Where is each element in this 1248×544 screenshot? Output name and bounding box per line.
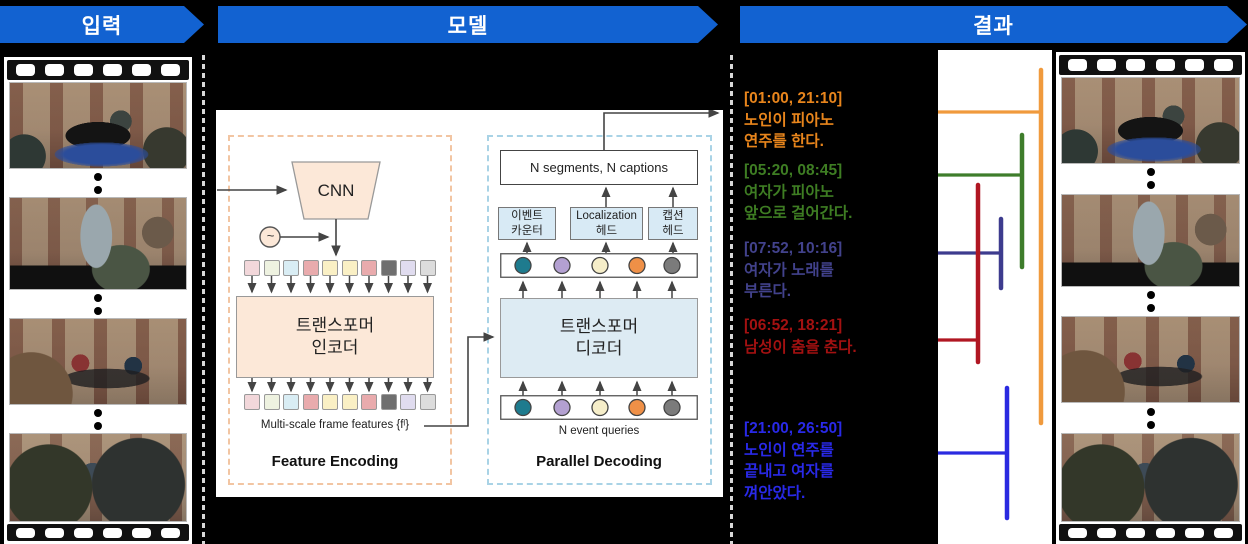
frame-feature-squares-top <box>244 260 436 276</box>
event-query-circle <box>663 256 681 275</box>
event-caption-line: 앞으로 걸어간다. <box>744 205 853 222</box>
ellipsis-dots <box>1059 164 1242 194</box>
event-caption-line: 여자가 피아노 <box>744 183 834 201</box>
cnn-trapezoid <box>291 161 381 220</box>
banner-model: 모델 <box>218 6 718 43</box>
feature-square <box>283 260 299 276</box>
event-query-circle <box>514 256 532 275</box>
banner-result: 결과 <box>740 6 1247 43</box>
event-query-circle <box>628 256 646 275</box>
event-timestamp: [05:20, 08:45] <box>744 162 843 179</box>
ellipsis-dots <box>1059 287 1242 317</box>
ellipsis-dots <box>7 405 189 433</box>
n-segments-captions-box: N segments, N captions <box>500 150 698 185</box>
input-film-strip <box>4 57 192 544</box>
event-caption-line: 남성이 춤을 춘다. <box>744 338 857 356</box>
feature-square <box>341 394 358 410</box>
query-output-row <box>500 253 698 278</box>
model-architecture-panel: CNN ~ 트랜스포머 인코더 Multi-scale frame featur… <box>216 110 723 497</box>
parallel-decoding-region <box>487 135 712 485</box>
feature-square <box>341 260 358 276</box>
event-query-circle <box>553 398 571 417</box>
feature-square <box>361 260 377 276</box>
video-frame-3 <box>1061 316 1240 404</box>
cnn-block-label: CNN <box>317 180 355 200</box>
feature-square <box>244 260 260 276</box>
film-sprocket-bottom <box>1059 524 1242 542</box>
transformer-decoder-block: 트랜스포머 디코더 <box>500 298 698 378</box>
feature-encoding-region <box>228 135 452 485</box>
banner-input-label: 입력 <box>81 14 123 38</box>
parallel-decoding-label: Parallel Decoding <box>536 453 662 470</box>
separator-model-result <box>730 55 733 544</box>
video-frame-4 <box>9 433 187 522</box>
feature-square <box>263 394 280 410</box>
feature-square <box>263 260 280 276</box>
event-query-circle <box>553 256 571 275</box>
event-caption-line: 연주를 한다. <box>744 133 824 150</box>
event-caption-line: 껴안았다. <box>744 484 806 502</box>
event-query-circle <box>663 398 681 417</box>
event-timestamp: [01:00, 21:10] <box>744 90 843 107</box>
multiscale-features-label: Multi-scale frame features {fˡ} <box>260 419 410 431</box>
transformer-encoder-block: 트랜스포머 인코더 <box>236 296 434 378</box>
tilde-symbol: ~ <box>266 228 275 243</box>
feature-encoding-label: Feature Encoding <box>271 453 399 470</box>
event-caption-line: 노인이 연주를 <box>744 441 834 459</box>
output-film-strip <box>1056 52 1245 544</box>
feature-square <box>361 394 377 410</box>
frame-feature-squares-bottom <box>244 394 436 410</box>
separator-input-model <box>202 55 205 544</box>
event-caption-line: 노인이 피아노 <box>744 111 834 129</box>
event-caption-4: [06:52, 18:21] 남성이 춤을 춘다. <box>744 315 939 358</box>
film-sprocket-bottom <box>7 524 189 541</box>
event-timestamp: [07:52, 10:16] <box>744 240 843 257</box>
event-query-circle <box>591 398 609 417</box>
video-frame-1 <box>9 82 187 169</box>
video-frame-2 <box>9 197 187 290</box>
event-timestamp: [21:00, 26:50] <box>744 420 843 437</box>
video-frame-3 <box>9 318 187 405</box>
ellipsis-dots <box>7 169 189 197</box>
event-query-circle <box>628 398 646 417</box>
event-caption-line: 끝내고 여자를 <box>744 463 834 480</box>
film-sprocket-top <box>1059 55 1242 75</box>
feature-square <box>380 260 397 276</box>
video-frame-1 <box>1061 77 1240 164</box>
event-caption-line: 여자가 노래를 <box>744 261 834 279</box>
feature-square <box>400 394 416 410</box>
event-query-circle <box>591 256 609 275</box>
event-query-row <box>500 395 698 420</box>
video-frame-4 <box>1061 433 1240 523</box>
feature-square <box>419 260 436 276</box>
feature-square <box>400 260 416 276</box>
event-query-circle <box>514 398 532 417</box>
feature-square <box>322 260 338 276</box>
event-caption-line: 부른다. <box>744 283 792 300</box>
feature-square <box>419 394 436 410</box>
banner-result-label: 결과 <box>973 14 1014 38</box>
ellipsis-dots <box>7 290 189 318</box>
video-frame-2 <box>1061 193 1240 287</box>
banner-model-label: 모델 <box>447 14 489 38</box>
feature-square <box>302 260 319 276</box>
caption-head-box: 캡션 헤드 <box>648 207 698 240</box>
ellipsis-dots <box>1059 403 1242 433</box>
feature-square <box>322 394 338 410</box>
localization-head-box: Localization 헤드 <box>570 207 643 240</box>
feature-square <box>302 394 319 410</box>
event-timestamp: [06:52, 18:21] <box>744 317 843 334</box>
n-event-queries-label: N event queries <box>558 425 640 437</box>
event-timeline <box>938 50 1052 544</box>
feature-square <box>244 394 260 410</box>
banner-input: 입력 <box>0 6 204 43</box>
film-sprocket-top <box>7 60 189 80</box>
event-counter-head-box: 이벤트 카운터 <box>498 207 556 240</box>
feature-square <box>380 394 397 410</box>
feature-square <box>283 394 299 410</box>
